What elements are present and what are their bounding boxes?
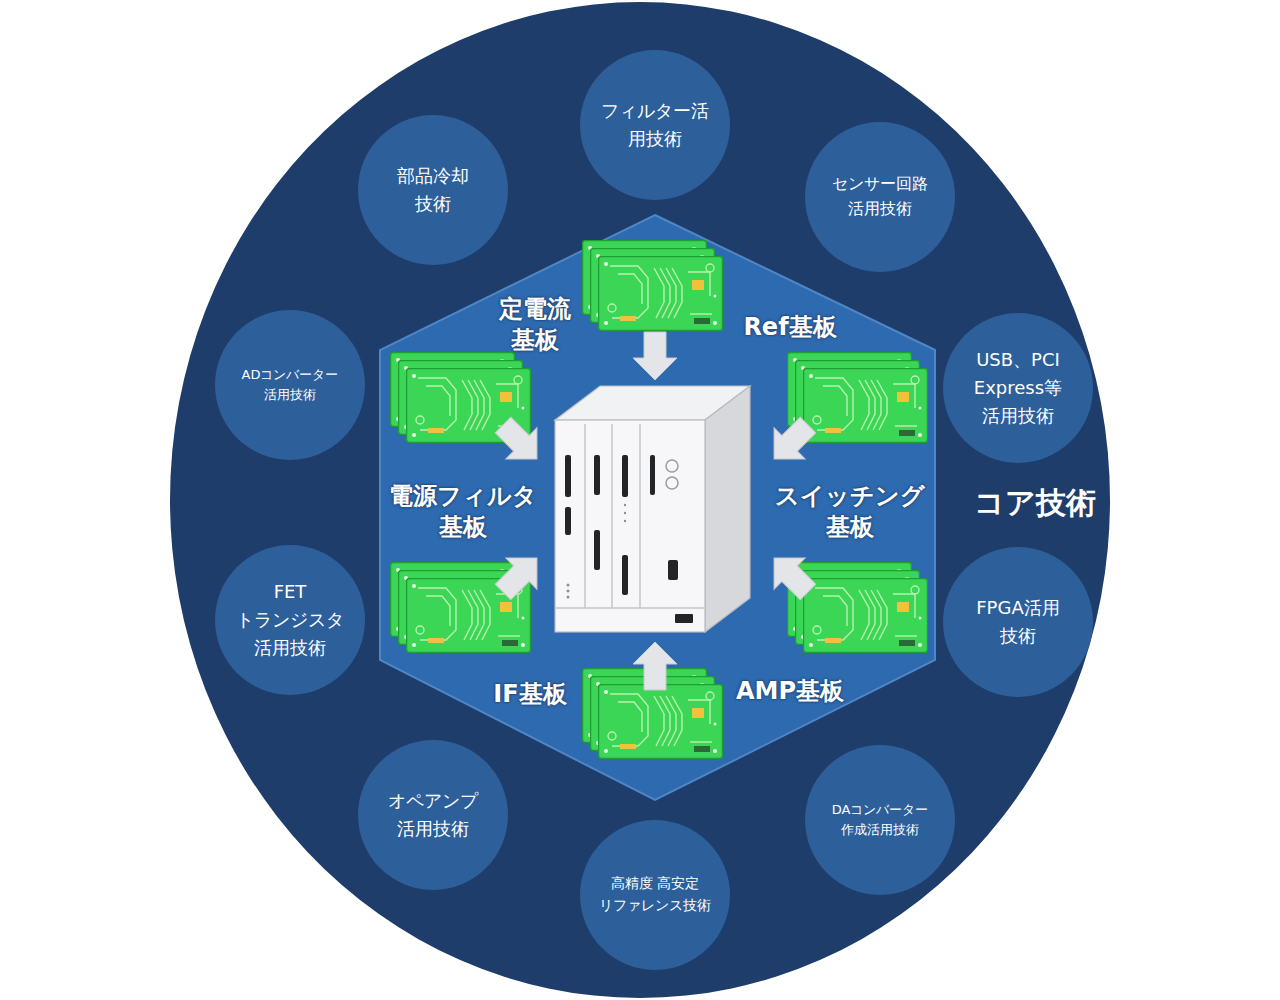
tech-name: FET トランジスタ 活用技術 [236, 578, 344, 662]
tech-name: ADコンバーター 活用技術 [242, 365, 339, 405]
core-tech-heading: コア技術 [974, 483, 1096, 524]
center-hexagon [380, 215, 935, 800]
board-name: 定電流 基板 [499, 294, 571, 356]
outer-circle [170, 2, 1110, 998]
board-arrows [487, 332, 823, 690]
tech-name: USB、PCI Express等 活用技術 [974, 346, 1062, 430]
tech-name: DAコンバーター 作成活用技術 [832, 800, 929, 840]
board-name: IF基板 [493, 679, 566, 710]
server-unit [555, 386, 750, 632]
tech-circle: 部品冷却 技術 [358, 115, 508, 265]
tech-circle: 高精度 高安定 リファレンス技術 [580, 820, 730, 970]
board-name: AMP基板 [736, 676, 844, 707]
tech-circle: オペアンプ 活用技術 [358, 740, 508, 890]
tech-name: 高精度 高安定 リファレンス技術 [599, 873, 711, 916]
tech-circle: FPGA活用 技術 [943, 547, 1093, 697]
tech-name: FPGA活用 技術 [976, 594, 1059, 650]
outer-circle-region: コア技術 フィルター活 用技術センサー回路 活用技術 USB、PCI Express… [170, 2, 1110, 998]
tech-name: フィルター活 用技術 [601, 97, 709, 153]
tech-circle: フィルター活 用技術 [580, 50, 730, 200]
tech-name: センサー回路 活用技術 [832, 172, 928, 222]
tech-name: オペアンプ 活用技術 [388, 787, 478, 843]
board-name: スイッチング 基板 [775, 481, 925, 543]
tech-circle: ADコンバーター 活用技術 [215, 310, 365, 460]
board-name: 電源フィルタ 基板 [389, 481, 537, 543]
tech-circle: USB、PCI Express等 活用技術 [943, 313, 1093, 463]
tech-name: 部品冷却 技術 [397, 162, 469, 218]
board-name: Ref基板 [743, 312, 836, 343]
tech-circle: センサー回路 活用技術 [805, 122, 955, 272]
tech-circle: FET トランジスタ 活用技術 [215, 545, 365, 695]
tech-circle: DAコンバーター 作成活用技術 [805, 745, 955, 895]
